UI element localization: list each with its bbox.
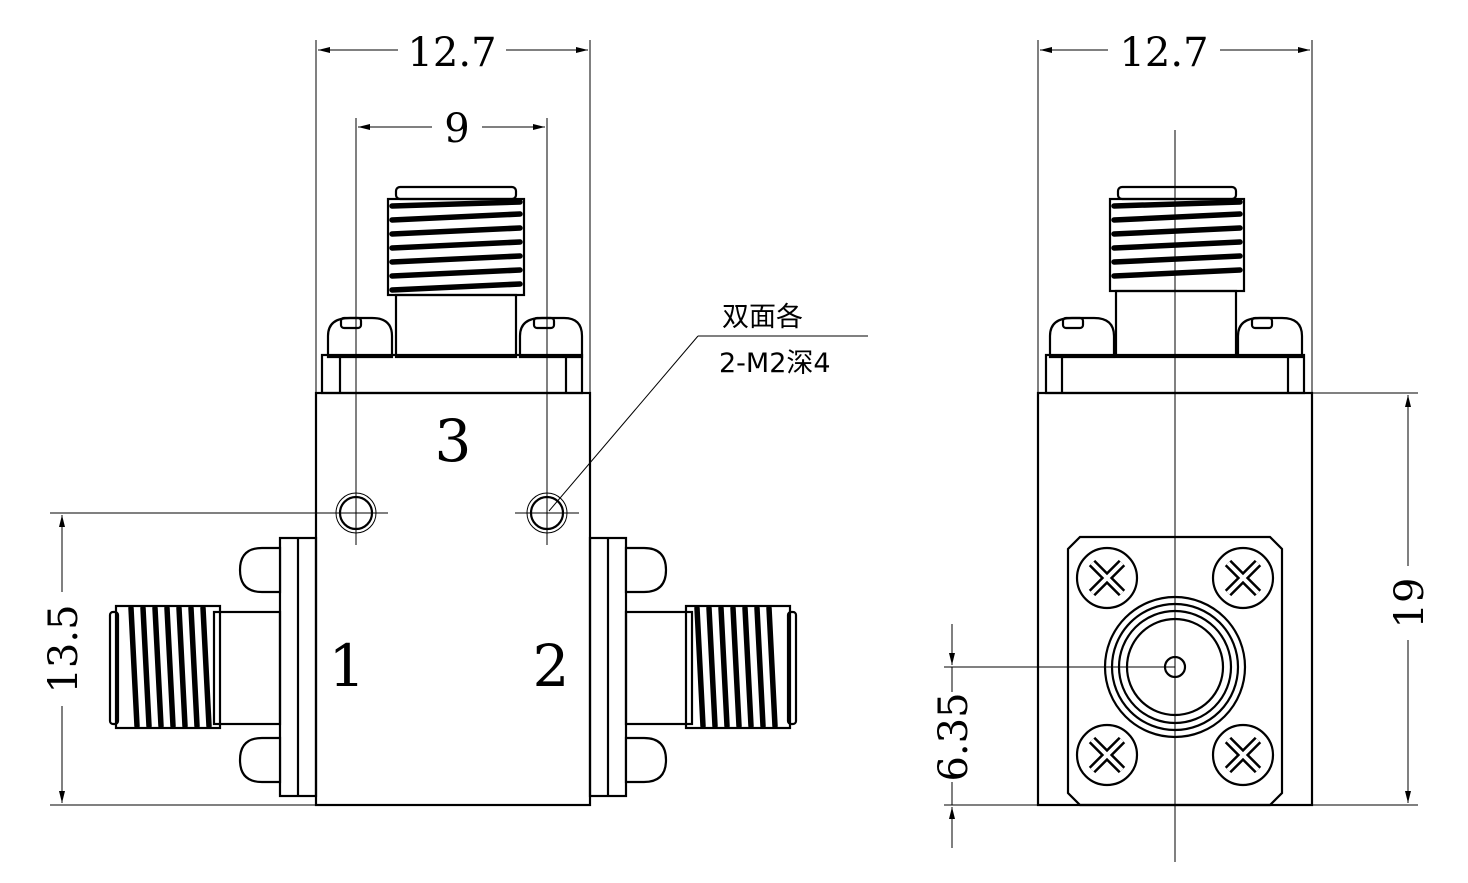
side-width-dimension: 12.7	[1037, 30, 1313, 393]
port-1-label: 1	[329, 632, 366, 700]
front-height-dimension: 13.5	[41, 512, 336, 806]
side-height-dimension: 19	[1312, 392, 1433, 806]
front-view: 3 1 2 12.7 9 13.5	[41, 30, 868, 807]
top-connector	[320, 185, 584, 395]
left-connector-threads	[128, 605, 212, 729]
right-connector	[588, 536, 798, 798]
right-connector-threads	[694, 605, 778, 729]
left-connector	[108, 536, 318, 798]
front-width-dimension: 12.7	[315, 30, 591, 393]
note-line-1: 双面各	[722, 302, 803, 333]
side-view: 12.7 19 6.35	[931, 30, 1433, 862]
front-width-value: 12.7	[407, 30, 496, 76]
note-line-2: 2-M2深4	[719, 348, 831, 379]
port-3-label: 3	[435, 407, 472, 475]
side-top-connector	[1044, 185, 1306, 395]
connector-offset-dimension: 6.35	[931, 624, 1175, 848]
cross-screws	[1075, 546, 1275, 787]
side-top-connector-threads	[1111, 199, 1243, 279]
hole-spacing-dimension: 9	[324, 106, 579, 545]
hole-spacing-value: 9	[444, 106, 469, 152]
side-height-value: 19	[1387, 578, 1433, 629]
top-connector-threads	[389, 199, 523, 293]
side-width-value: 12.7	[1119, 30, 1208, 76]
front-height-value: 13.5	[41, 604, 87, 693]
connector-offset-value: 6.35	[931, 692, 977, 781]
hole-note: 双面各 2-M2深4	[548, 302, 868, 512]
flange-plate	[1066, 535, 1284, 807]
port-2-label: 2	[533, 632, 570, 700]
